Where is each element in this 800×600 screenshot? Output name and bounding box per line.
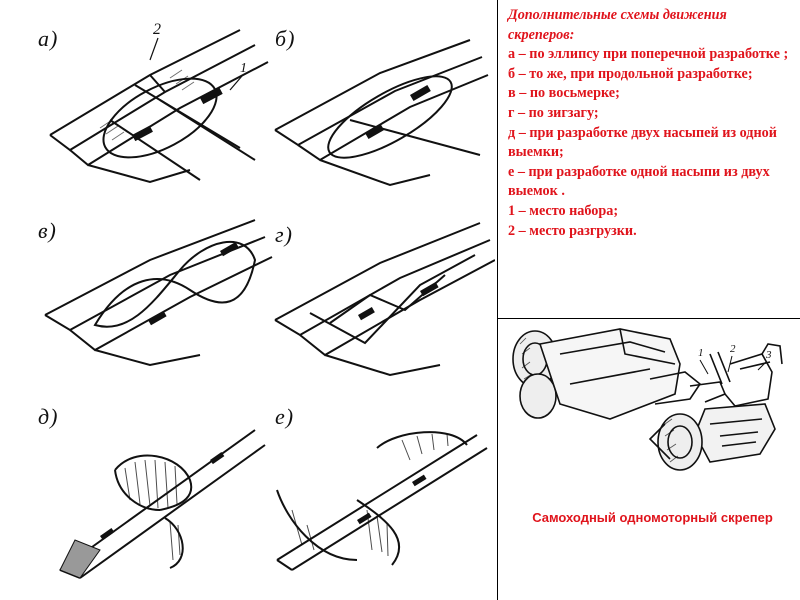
callout-a-2: 2	[153, 21, 161, 38]
diagram-a-ellipse-transverse: 2 1	[49, 21, 269, 184]
diagram-e-one-embankment-two-cuts	[276, 431, 488, 571]
horizontal-divider	[497, 318, 800, 319]
diagram-d-two-embankments-one-cut	[59, 429, 266, 579]
machine-callout-3: 3	[765, 349, 772, 361]
description-item-1: 1 – место набора;	[508, 202, 619, 219]
label-b: б)	[275, 26, 296, 51]
description-item-e: е – при разработке одной насыпи из двух …	[508, 163, 770, 200]
description-title: Дополнительные схемы движения скреперов:	[508, 7, 727, 43]
scheme-illustrations: а) 2 1 б)	[38, 21, 495, 579]
diagram-v-figure-eight	[44, 219, 273, 367]
diagram-g-zigzag	[274, 222, 495, 377]
machine-callout-2: 2	[730, 343, 736, 355]
label-g: г)	[275, 222, 293, 247]
label-v: в)	[38, 218, 57, 243]
label-d: д)	[38, 404, 59, 429]
vertical-divider	[497, 0, 498, 600]
description-block: Дополнительные схемы движения скреперов:…	[508, 6, 796, 241]
description-item-a: а – по эллипсу при поперечной разработке…	[508, 46, 789, 63]
description-item-d: д – при разработке двух насыпей из одной…	[508, 124, 777, 161]
label-e: е)	[275, 404, 295, 429]
description-item-g: г – по зигзагу;	[508, 104, 599, 121]
callout-a-1: 1	[240, 61, 247, 76]
label-a: а)	[38, 26, 59, 51]
scraper-machine-illustration: 1 2 3	[512, 328, 783, 471]
diagram-b-ellipse-longitudinal	[274, 39, 489, 187]
description-item-v: в – по восьмерке;	[508, 85, 620, 102]
machine-caption: Самоходный одномоторный скрепер	[532, 510, 773, 525]
description-item-b: б – то же, при продольной разработке;	[508, 65, 753, 82]
machine-callout-1: 1	[698, 347, 704, 359]
description-item-2: 2 – место разгрузки.	[508, 222, 637, 239]
